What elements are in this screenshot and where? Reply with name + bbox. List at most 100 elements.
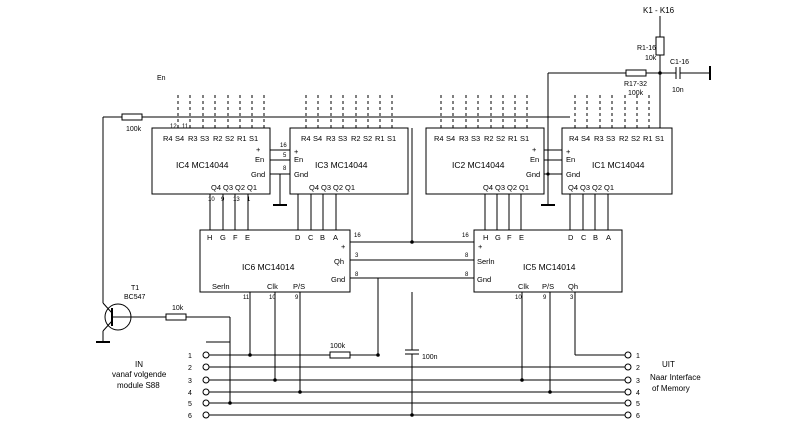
- r1-label: R1-16: [637, 45, 656, 52]
- pin-label: Q4: [568, 183, 578, 192]
- pin-label: En: [294, 155, 303, 164]
- pin-label: 8: [283, 166, 287, 172]
- transistor-t1: T1 BC547: [102, 285, 166, 332]
- pin-label: S4: [581, 134, 590, 143]
- pin-label: B: [593, 233, 598, 242]
- pin-label: En: [566, 155, 575, 164]
- pin-label: S1: [387, 134, 396, 143]
- pin-label: Gnd: [477, 275, 491, 284]
- pin-label: R3: [594, 134, 604, 143]
- pin-label: S1: [249, 134, 258, 143]
- pin-label: R2: [484, 134, 494, 143]
- pin-label: P/S: [542, 282, 554, 291]
- pin-label: S4: [446, 134, 455, 143]
- c1-value: 10n: [672, 87, 684, 94]
- pin-label: 16: [462, 233, 469, 239]
- pin-label: S3: [200, 134, 209, 143]
- pin-label: S1: [520, 134, 529, 143]
- cap-mid-value: 100n: [422, 354, 438, 361]
- pin-label: 16: [354, 233, 361, 239]
- pin-label: module S88: [117, 381, 160, 390]
- pin-label: R1: [237, 134, 247, 143]
- pin-label: 6: [188, 413, 192, 420]
- pin-label: C: [581, 233, 587, 242]
- pin-label: 5: [636, 401, 640, 408]
- pin-label: A: [606, 233, 611, 242]
- pin-label: H: [483, 233, 488, 242]
- pin-label: Q1: [519, 183, 529, 192]
- pin-label: Q4: [483, 183, 493, 192]
- pin-label: R3: [459, 134, 469, 143]
- pin-label: Qh: [334, 257, 344, 266]
- pin-label: Serln: [477, 257, 495, 266]
- pin-label: C: [308, 233, 314, 242]
- pin-label: 6: [636, 413, 640, 420]
- connector-out: 1 2 3 4 5 6 UIT Naar Interface of Memory: [624, 351, 701, 420]
- pin-label: 10: [269, 295, 276, 301]
- pin-label: Q3: [580, 183, 590, 192]
- resistor-en: [121, 113, 143, 121]
- pin-label: G: [220, 233, 226, 242]
- pin-label: S2: [496, 134, 505, 143]
- pin-label: R2: [351, 134, 361, 143]
- pin-label: 9: [295, 295, 299, 301]
- header-label: K1 - K16: [643, 6, 675, 15]
- ic2-label: IC2 MC14044: [452, 160, 505, 170]
- pin-label: En: [255, 155, 264, 164]
- pin-label: Q2: [235, 183, 245, 192]
- pin-label: R3: [326, 134, 336, 143]
- pin-label: 12: [170, 124, 177, 130]
- pin-label: E: [245, 233, 250, 242]
- pin-label: En: [530, 155, 539, 164]
- pin-label: +: [294, 147, 299, 156]
- pin-label: 16: [280, 143, 287, 149]
- pin-label: 8: [465, 253, 469, 259]
- pin-label: +: [256, 145, 261, 154]
- pin-label: Gnd: [251, 170, 265, 179]
- pin-label: vanaf volgende: [112, 370, 167, 379]
- pin-label: 2: [636, 365, 640, 372]
- pin-label: 3: [188, 378, 192, 385]
- pin-label: 5: [188, 401, 192, 408]
- pin-label: 8: [355, 272, 359, 278]
- pin-label: Q4: [309, 183, 319, 192]
- resistor-base-value: 10k: [172, 305, 184, 312]
- pin-label: 8: [465, 272, 469, 278]
- pin-label: R4: [163, 134, 173, 143]
- pin-label: R4: [569, 134, 579, 143]
- pin-label: S2: [631, 134, 640, 143]
- pin-label: Gnd: [331, 275, 345, 284]
- pin-label: S2: [363, 134, 372, 143]
- pin-label: 3: [355, 253, 359, 259]
- pin-label: Q1: [247, 183, 257, 192]
- pin-label: Clk: [518, 282, 529, 291]
- pin-label: 10: [208, 197, 215, 203]
- pin-label: +: [532, 145, 537, 154]
- pin-label: Q3: [495, 183, 505, 192]
- pin-label: UIT: [662, 360, 675, 369]
- resistor-mid: [329, 351, 351, 359]
- pin-label: R4: [434, 134, 444, 143]
- pin-label: D: [295, 233, 301, 242]
- pin-label: R4: [301, 134, 311, 143]
- connector-in: IN vanaf volgende module S88 1 2 3 4 5 6: [112, 351, 210, 420]
- pin-label: 11: [243, 295, 250, 301]
- pin-label: G: [495, 233, 501, 242]
- pin-label: Serln: [212, 282, 230, 291]
- pin-label: BC547: [124, 294, 146, 301]
- resistor-base: [165, 313, 187, 321]
- pin-label: Gnd: [566, 170, 580, 179]
- pin-label: Gnd: [526, 170, 540, 179]
- pin-label: +: [566, 147, 571, 156]
- pin-label: F: [233, 233, 238, 242]
- pin-label: R1: [508, 134, 518, 143]
- pin-label: Gnd: [294, 170, 308, 179]
- pin-label: +: [478, 242, 483, 251]
- pin-label: S3: [606, 134, 615, 143]
- pin-label: 4: [636, 390, 640, 397]
- ic3-label: IC3 MC14044: [315, 160, 368, 170]
- pin-label: A: [333, 233, 338, 242]
- c1-label: C1-16: [670, 59, 689, 66]
